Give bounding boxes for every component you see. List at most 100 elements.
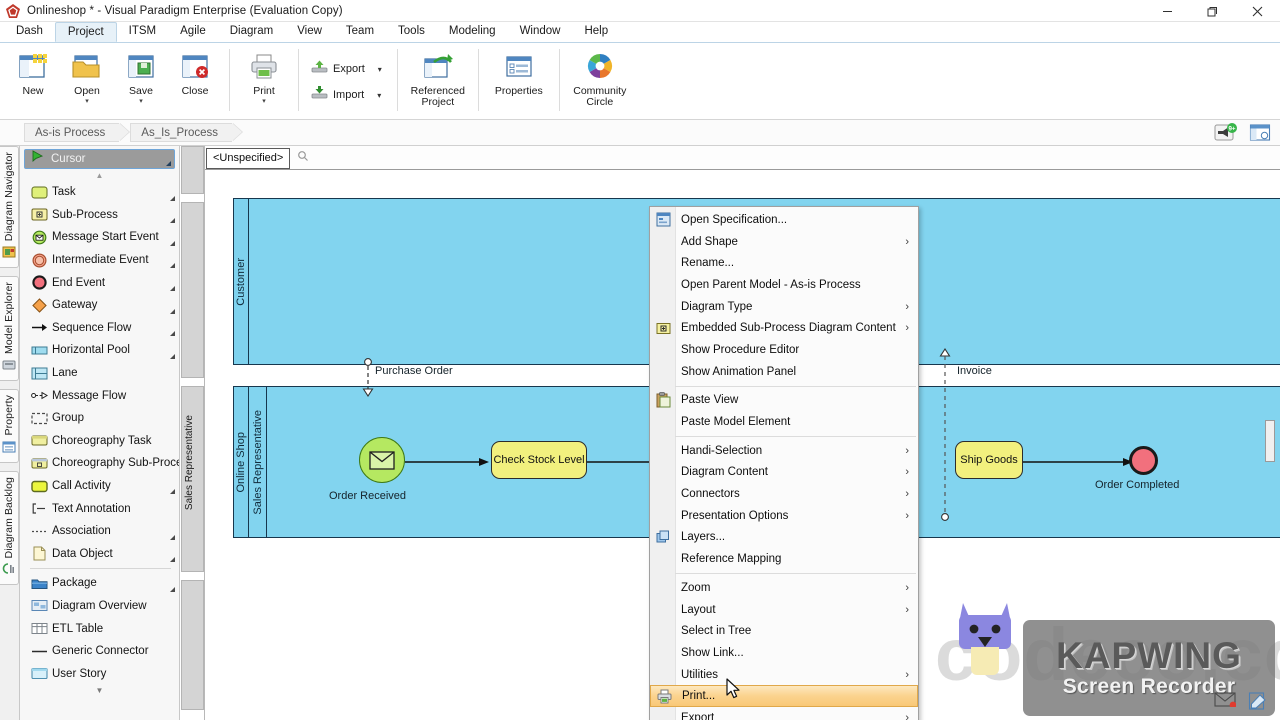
canvas-vertical-scrollbar[interactable] (1265, 420, 1275, 462)
menu-tab-diagram[interactable]: Diagram (229, 25, 274, 37)
palette-item-package[interactable]: Package (24, 572, 179, 595)
menu-tab-tools[interactable]: Tools (398, 25, 425, 37)
search-icon[interactable] (297, 149, 309, 167)
message-flow-invoice[interactable] (934, 337, 956, 525)
expand-corner-icon[interactable] (170, 489, 175, 495)
palette-item-user-story[interactable]: User Story (24, 662, 179, 685)
side-tab-diagram-navigator[interactable]: Diagram Navigator (0, 146, 19, 269)
menu-tab-agile[interactable]: Agile (180, 25, 206, 37)
expand-corner-icon[interactable] (170, 308, 175, 314)
breadcrumb-item-0[interactable]: As-is Process (24, 123, 131, 142)
context-menu-item-diagram-type[interactable]: Diagram Type› (650, 296, 918, 318)
expand-corner-icon[interactable] (170, 218, 175, 224)
palette-scroll-up[interactable]: ▲ (95, 171, 104, 180)
restore-button[interactable] (1190, 0, 1235, 22)
node-order-received[interactable] (359, 437, 405, 483)
import-button[interactable]: Import ▾ (308, 82, 388, 108)
diagram-context-menu[interactable]: Open Specification...Add Shape›Rename...… (649, 206, 919, 720)
properties-button[interactable]: Properties (486, 45, 552, 119)
expand-corner-icon[interactable] (166, 161, 171, 166)
chevron-down-icon[interactable]: ▾ (377, 64, 382, 74)
panel-layout-icon[interactable] (1246, 122, 1274, 143)
context-menu-item-show-procedure-editor[interactable]: Show Procedure Editor (650, 339, 918, 361)
menu-tab-dash[interactable]: Dash (16, 25, 43, 37)
context-menu-item-select-in-tree[interactable]: Select in Tree (650, 620, 918, 642)
context-menu-item-layers[interactable]: Layers... (650, 527, 918, 549)
message-flow-purchase-order[interactable] (357, 358, 379, 400)
context-menu-item-paste-model-element[interactable]: Paste Model Element (650, 411, 918, 433)
side-tab-diagram-backlog[interactable]: Diagram Backlog (0, 470, 19, 586)
context-menu-item-reference-mapping[interactable]: Reference Mapping (650, 548, 918, 570)
menu-tab-itsm[interactable]: ITSM (128, 25, 157, 37)
palette-item-choreography-task[interactable]: Choreography Task (24, 430, 179, 453)
palette-item-choreography-sub-process[interactable]: Choreography Sub-Process (24, 452, 179, 475)
context-menu-item-open-specification[interactable]: Open Specification... (650, 209, 918, 231)
context-menu-item-show-link[interactable]: Show Link... (650, 642, 918, 664)
save-button[interactable]: Save ▾ (114, 45, 168, 119)
context-menu-item-paste-view[interactable]: Paste View (650, 390, 918, 412)
close-project-button[interactable]: Close (168, 45, 222, 119)
close-button[interactable] (1235, 0, 1280, 22)
expand-corner-icon[interactable] (170, 240, 175, 246)
mail-icon[interactable] (1214, 692, 1237, 715)
expand-corner-icon[interactable] (170, 331, 175, 337)
referenced-project-button[interactable]: Referenced Project (405, 45, 471, 119)
expand-corner-icon[interactable] (170, 353, 175, 359)
node-check-stock-level[interactable]: Check Stock Level (491, 441, 587, 479)
open-button[interactable]: Open ▾ (60, 45, 114, 119)
context-menu-item-zoom[interactable]: Zoom› (650, 577, 918, 599)
context-menu-item-print[interactable]: Print... (650, 685, 918, 708)
palette-item-horizontal-pool[interactable]: Horizontal Pool (24, 339, 179, 362)
menu-tab-view[interactable]: View (297, 25, 322, 37)
palette-item-gateway[interactable]: Gateway (24, 294, 179, 317)
expand-corner-icon[interactable] (170, 534, 175, 540)
context-menu-item-presentation-options[interactable]: Presentation Options› (650, 505, 918, 527)
palette-item-task[interactable]: Task (24, 181, 179, 204)
chevron-down-icon[interactable]: ▾ (377, 90, 382, 100)
community-circle-button[interactable]: Community Circle (567, 45, 633, 119)
context-menu-item-connectors[interactable]: Connectors› (650, 483, 918, 505)
context-menu-item-show-animation-panel[interactable]: Show Animation Panel (650, 361, 918, 383)
palette-item-etl-table[interactable]: ETL Table (24, 617, 179, 640)
context-menu-item-embedded-sub-process-diagram-content[interactable]: Embedded Sub-Process Diagram Content› (650, 317, 918, 339)
palette-item-message-start-event[interactable]: Message Start Event (24, 226, 179, 249)
menu-tab-team[interactable]: Team (345, 25, 375, 37)
export-button[interactable]: Export ▾ (308, 56, 388, 82)
menu-tab-window[interactable]: Window (519, 25, 561, 37)
expand-corner-icon[interactable] (170, 557, 175, 563)
palette-item-text-annotation[interactable]: Text Annotation (24, 497, 179, 520)
palette-scroll-down[interactable]: ▼ (95, 686, 104, 696)
breadcrumb-item-1[interactable]: As_Is_Process (130, 123, 243, 142)
announcement-megaphone-icon[interactable]: 9+ (1212, 122, 1240, 143)
palette-item-sequence-flow[interactable]: Sequence Flow (24, 317, 179, 340)
palette-item-lane[interactable]: Lane (24, 362, 179, 385)
context-menu-item-open-parent-model-as-is-process[interactable]: Open Parent Model - As-is Process (650, 274, 918, 296)
chevron-down-icon[interactable]: ▾ (139, 98, 143, 105)
palette-item-data-object[interactable]: Data Object (24, 543, 179, 566)
context-menu-item-handi-selection[interactable]: Handi-Selection› (650, 440, 918, 462)
expand-corner-icon[interactable] (170, 263, 175, 269)
palette-item-cursor[interactable]: Cursor (24, 149, 175, 169)
node-ship-goods[interactable]: Ship Goods (955, 441, 1023, 479)
context-menu-item-export[interactable]: Export› (650, 707, 918, 720)
palette-item-end-event[interactable]: End Event (24, 271, 179, 294)
side-tab-model-explorer[interactable]: Model Explorer (0, 276, 19, 382)
edit-note-icon[interactable] (1248, 692, 1267, 715)
diagram-tab-unspecified[interactable]: <Unspecified> (206, 147, 291, 169)
menu-tab-project[interactable]: Project (54, 22, 117, 42)
expand-corner-icon[interactable] (170, 285, 175, 291)
side-tab-property[interactable]: Property (0, 389, 19, 463)
chevron-down-icon[interactable]: ▾ (262, 98, 266, 105)
palette-item-message-flow[interactable]: Message Flow (24, 384, 179, 407)
menu-tab-help[interactable]: Help (584, 25, 609, 37)
minimize-button[interactable] (1145, 0, 1190, 22)
new-button[interactable]: New (6, 45, 60, 119)
print-button[interactable]: Print ▾ (237, 45, 291, 119)
palette-item-call-activity[interactable]: Call Activity (24, 475, 179, 498)
palette-item-diagram-overview[interactable]: Diagram Overview (24, 595, 179, 618)
context-menu-item-rename[interactable]: Rename... (650, 252, 918, 274)
palette-item-intermediate-event[interactable]: Intermediate Event (24, 249, 179, 272)
expand-corner-icon[interactable] (170, 195, 175, 201)
node-order-completed[interactable] (1129, 446, 1158, 475)
palette-item-sub-process[interactable]: Sub-Process (24, 204, 179, 227)
